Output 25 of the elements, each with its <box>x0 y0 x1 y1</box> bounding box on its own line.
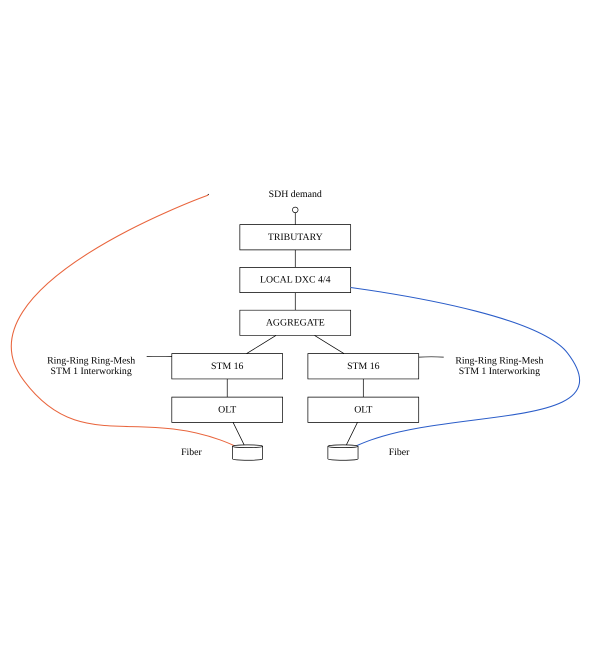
connector <box>314 335 344 354</box>
node-box: LOCAL DXC 4/4 <box>240 267 352 293</box>
connector <box>350 286 580 446</box>
node-text: Ring-Ring Ring-Mesh STM 1 Interworking <box>47 356 136 378</box>
node-box: OLT <box>308 396 420 423</box>
connector <box>12 194 234 446</box>
connector <box>418 356 444 358</box>
node-label: Fiber <box>388 447 410 458</box>
node-box: STM 16 <box>308 353 420 380</box>
node-box: AGGREGATE <box>240 310 352 336</box>
connector <box>362 378 364 398</box>
node-label: Fiber <box>181 447 202 458</box>
connector <box>292 206 298 225</box>
connector <box>346 422 358 446</box>
node-text: Ring-Ring Ring-Mesh STM 1 Interworking <box>455 356 544 378</box>
connector <box>146 356 172 357</box>
node-box: TRIBUTARY <box>240 224 352 250</box>
connector <box>232 422 244 446</box>
node-box: STM 16 <box>171 353 283 380</box>
connector <box>294 292 296 310</box>
connector <box>246 335 276 354</box>
connector <box>226 378 228 398</box>
connector <box>294 250 296 268</box>
node-text: SDH demand <box>268 189 322 200</box>
node-box: OLT <box>171 396 283 423</box>
